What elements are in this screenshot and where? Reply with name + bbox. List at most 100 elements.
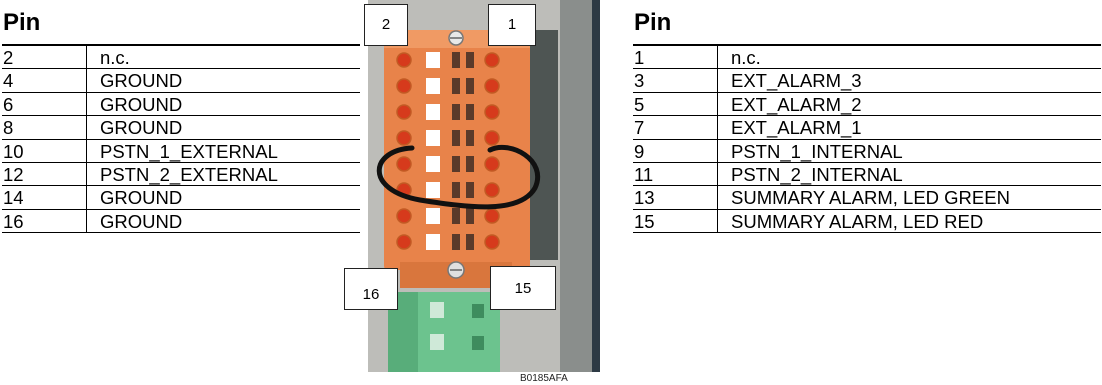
contact-slot — [426, 182, 440, 198]
pin-signal: PSTN_2_INTERNAL — [731, 163, 903, 185]
contact-slot — [466, 182, 474, 198]
contact-left — [396, 104, 412, 120]
contact-slot — [426, 130, 440, 146]
right-pin-row: 7 EXT_ALARM_1 — [633, 116, 1101, 140]
contact-left — [396, 130, 412, 146]
pin-signal: EXT_ALARM_2 — [731, 93, 862, 115]
contact-slot — [426, 234, 440, 250]
pin-number: 16 — [2, 209, 87, 233]
contact-slot — [426, 78, 440, 94]
contact-slot — [466, 208, 474, 224]
contact-left — [396, 78, 412, 94]
orange-connector — [384, 30, 530, 288]
pin-signal: EXT_ALARM_1 — [731, 117, 862, 139]
left-pin-row: 6 GROUND — [2, 92, 362, 117]
contact-right — [484, 130, 500, 146]
callout-pin-2: 2 — [364, 4, 408, 46]
contact-left — [396, 156, 412, 172]
contact-left — [396, 52, 412, 68]
pin-number: 14 — [2, 186, 87, 209]
pin-signal: PSTN_2_EXTERNAL — [100, 163, 278, 185]
contact-slot — [466, 78, 474, 94]
pin-signal: GROUND — [100, 187, 183, 209]
contact-slot — [452, 234, 460, 250]
pin-number: 15 — [633, 209, 718, 233]
contact-slot — [452, 78, 460, 94]
pin-number: 10 — [2, 139, 87, 162]
pin-number: 5 — [633, 92, 718, 116]
contact-slot — [466, 104, 474, 120]
pin-number: 1 — [633, 46, 718, 69]
contact-right — [484, 78, 500, 94]
left-pin-row: 10 PSTN_1_EXTERNAL — [2, 139, 362, 163]
pin-signal: SUMMARY ALARM, LED GREEN — [731, 187, 1010, 209]
green-terminal-block — [388, 292, 500, 372]
pin-number: 13 — [633, 186, 718, 209]
right-pin-row: 3 EXT_ALARM_3 — [633, 69, 1101, 93]
right-pin-rows: 1 n.c. 3 EXT_ALARM_3 5 EXT_ALARM_2 7 EXT_ALARM_… — [633, 46, 1101, 234]
right-pin-row: 15 SUMMARY ALARM, LED RED — [633, 209, 1101, 234]
pin-number: 11 — [633, 162, 718, 186]
contact-slot — [452, 130, 460, 146]
pin-number: 3 — [633, 69, 718, 92]
contact-right — [484, 208, 500, 224]
right-pin-table: Pin 1 n.c. 3 EXT_ALARM_3 5 EXT_ALARM_2 7 EXT_AL… — [633, 0, 1101, 234]
connector-photo: 2 1 16 15 — [344, 0, 610, 372]
contact-slot — [426, 156, 440, 172]
pin-signal: PSTN_1_EXTERNAL — [100, 140, 278, 162]
contact-slot — [466, 156, 474, 172]
callout-pin-16: 16 — [344, 268, 398, 310]
pin-signal: SUMMARY ALARM, LED RED — [731, 210, 984, 232]
contact-slot — [452, 156, 460, 172]
callout-pin-1: 1 — [488, 4, 536, 46]
contact-slot — [466, 52, 474, 68]
pin-number: 6 — [2, 92, 87, 116]
left-pin-row: 4 GROUND — [2, 69, 362, 93]
pin-signal: GROUND — [100, 210, 183, 232]
contact-slot — [466, 130, 474, 146]
left-pin-row: 8 GROUND — [2, 116, 362, 140]
right-pin-row: 1 n.c. — [633, 46, 1101, 70]
callout-pin-15: 15 — [490, 266, 556, 310]
pin-signal: n.c. — [731, 47, 761, 68]
pin-number: 2 — [2, 46, 87, 69]
pin-number: 7 — [633, 116, 718, 139]
right-pin-header: Pin — [633, 0, 1101, 46]
contact-slot — [452, 52, 460, 68]
contact-slot — [426, 208, 440, 224]
contact-right — [484, 52, 500, 68]
right-pin-row: 5 EXT_ALARM_2 — [633, 92, 1101, 117]
contact-left — [396, 208, 412, 224]
left-pin-row: 14 GROUND — [2, 186, 362, 210]
pin-signal: PSTN_1_INTERNAL — [731, 140, 903, 162]
right-pin-row: 11 PSTN_2_INTERNAL — [633, 162, 1101, 187]
pin-signal: n.c. — [100, 47, 130, 68]
right-pin-row: 9 PSTN_1_INTERNAL — [633, 139, 1101, 163]
photo-identifier: B0185AFA — [520, 373, 568, 384]
left-pin-header: Pin — [2, 0, 362, 46]
contact-slot — [452, 182, 460, 198]
contact-right — [484, 234, 500, 250]
contact-slot — [466, 234, 474, 250]
right-pin-row: 13 SUMMARY ALARM, LED GREEN — [633, 186, 1101, 210]
pin-number: 8 — [2, 116, 87, 139]
jumper-wire — [376, 144, 540, 210]
pin-signal: GROUND — [100, 93, 183, 115]
contact-slot — [452, 208, 460, 224]
contact-slot — [452, 104, 460, 120]
pin-signal: GROUND — [100, 117, 183, 139]
contact-left — [396, 234, 412, 250]
pin-signal: GROUND — [100, 70, 183, 92]
contact-right — [484, 156, 500, 172]
contact-slot — [426, 104, 440, 120]
contact-right — [484, 182, 500, 198]
pin-number: 4 — [2, 69, 87, 92]
left-pin-row: 2 n.c. — [2, 46, 362, 70]
contact-slot — [426, 52, 440, 68]
left-pin-row: 16 GROUND — [2, 209, 362, 234]
pin-signal: EXT_ALARM_3 — [731, 70, 862, 92]
contact-right — [484, 104, 500, 120]
pin-number: 9 — [633, 139, 718, 162]
